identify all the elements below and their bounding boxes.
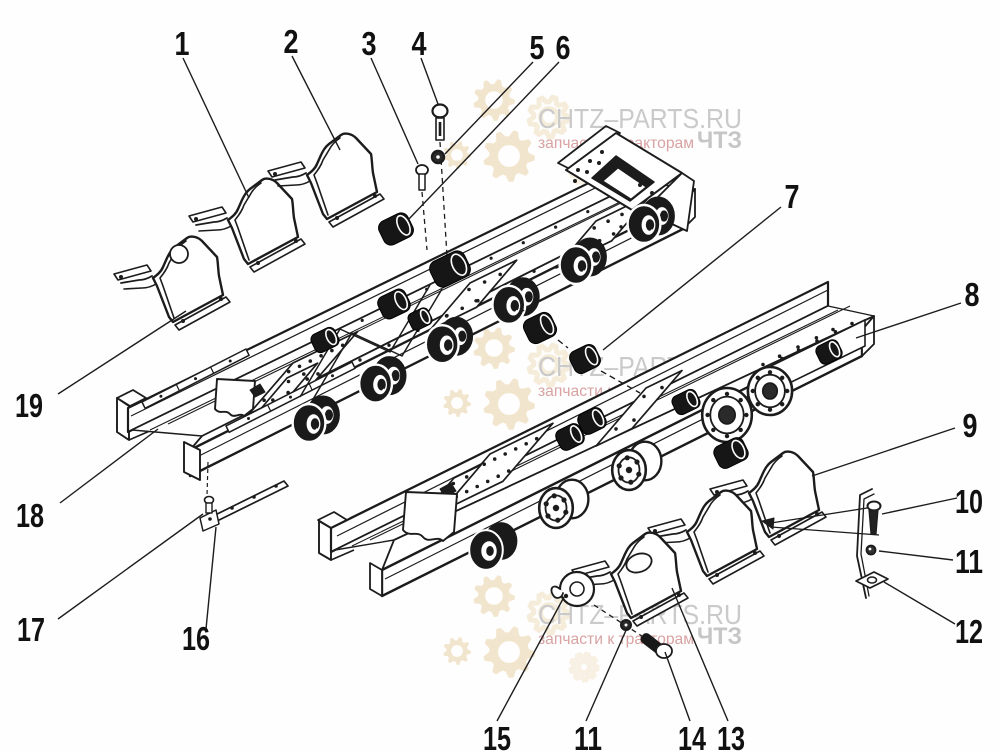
svg-text:1: 1 [175, 25, 190, 62]
svg-text:11: 11 [574, 720, 602, 751]
svg-text:14: 14 [678, 720, 706, 751]
svg-text:5: 5 [530, 29, 545, 66]
svg-text:запчасти к тракторам: запчасти к тракторам [538, 631, 694, 648]
svg-text:13: 13 [717, 720, 745, 751]
svg-text:18: 18 [16, 497, 44, 534]
svg-text:3: 3 [362, 25, 377, 62]
svg-text:9: 9 [963, 407, 978, 444]
svg-text:ЧТЗ: ЧТЗ [697, 127, 742, 154]
svg-text:17: 17 [17, 611, 45, 648]
svg-text:6: 6 [556, 29, 571, 66]
svg-text:11: 11 [955, 543, 983, 580]
svg-text:8: 8 [965, 276, 980, 313]
svg-text:10: 10 [955, 483, 983, 520]
svg-text:16: 16 [182, 620, 210, 657]
svg-text:CHTZ–PARTS.RU: CHTZ–PARTS.RU [538, 103, 742, 134]
svg-text:12: 12 [955, 613, 983, 650]
svg-text:ЧТЗ: ЧТЗ [697, 623, 742, 650]
svg-text:15: 15 [483, 720, 511, 751]
svg-text:19: 19 [15, 387, 43, 424]
svg-text:2: 2 [284, 23, 299, 60]
svg-text:4: 4 [412, 25, 428, 62]
svg-text:7: 7 [785, 178, 800, 215]
